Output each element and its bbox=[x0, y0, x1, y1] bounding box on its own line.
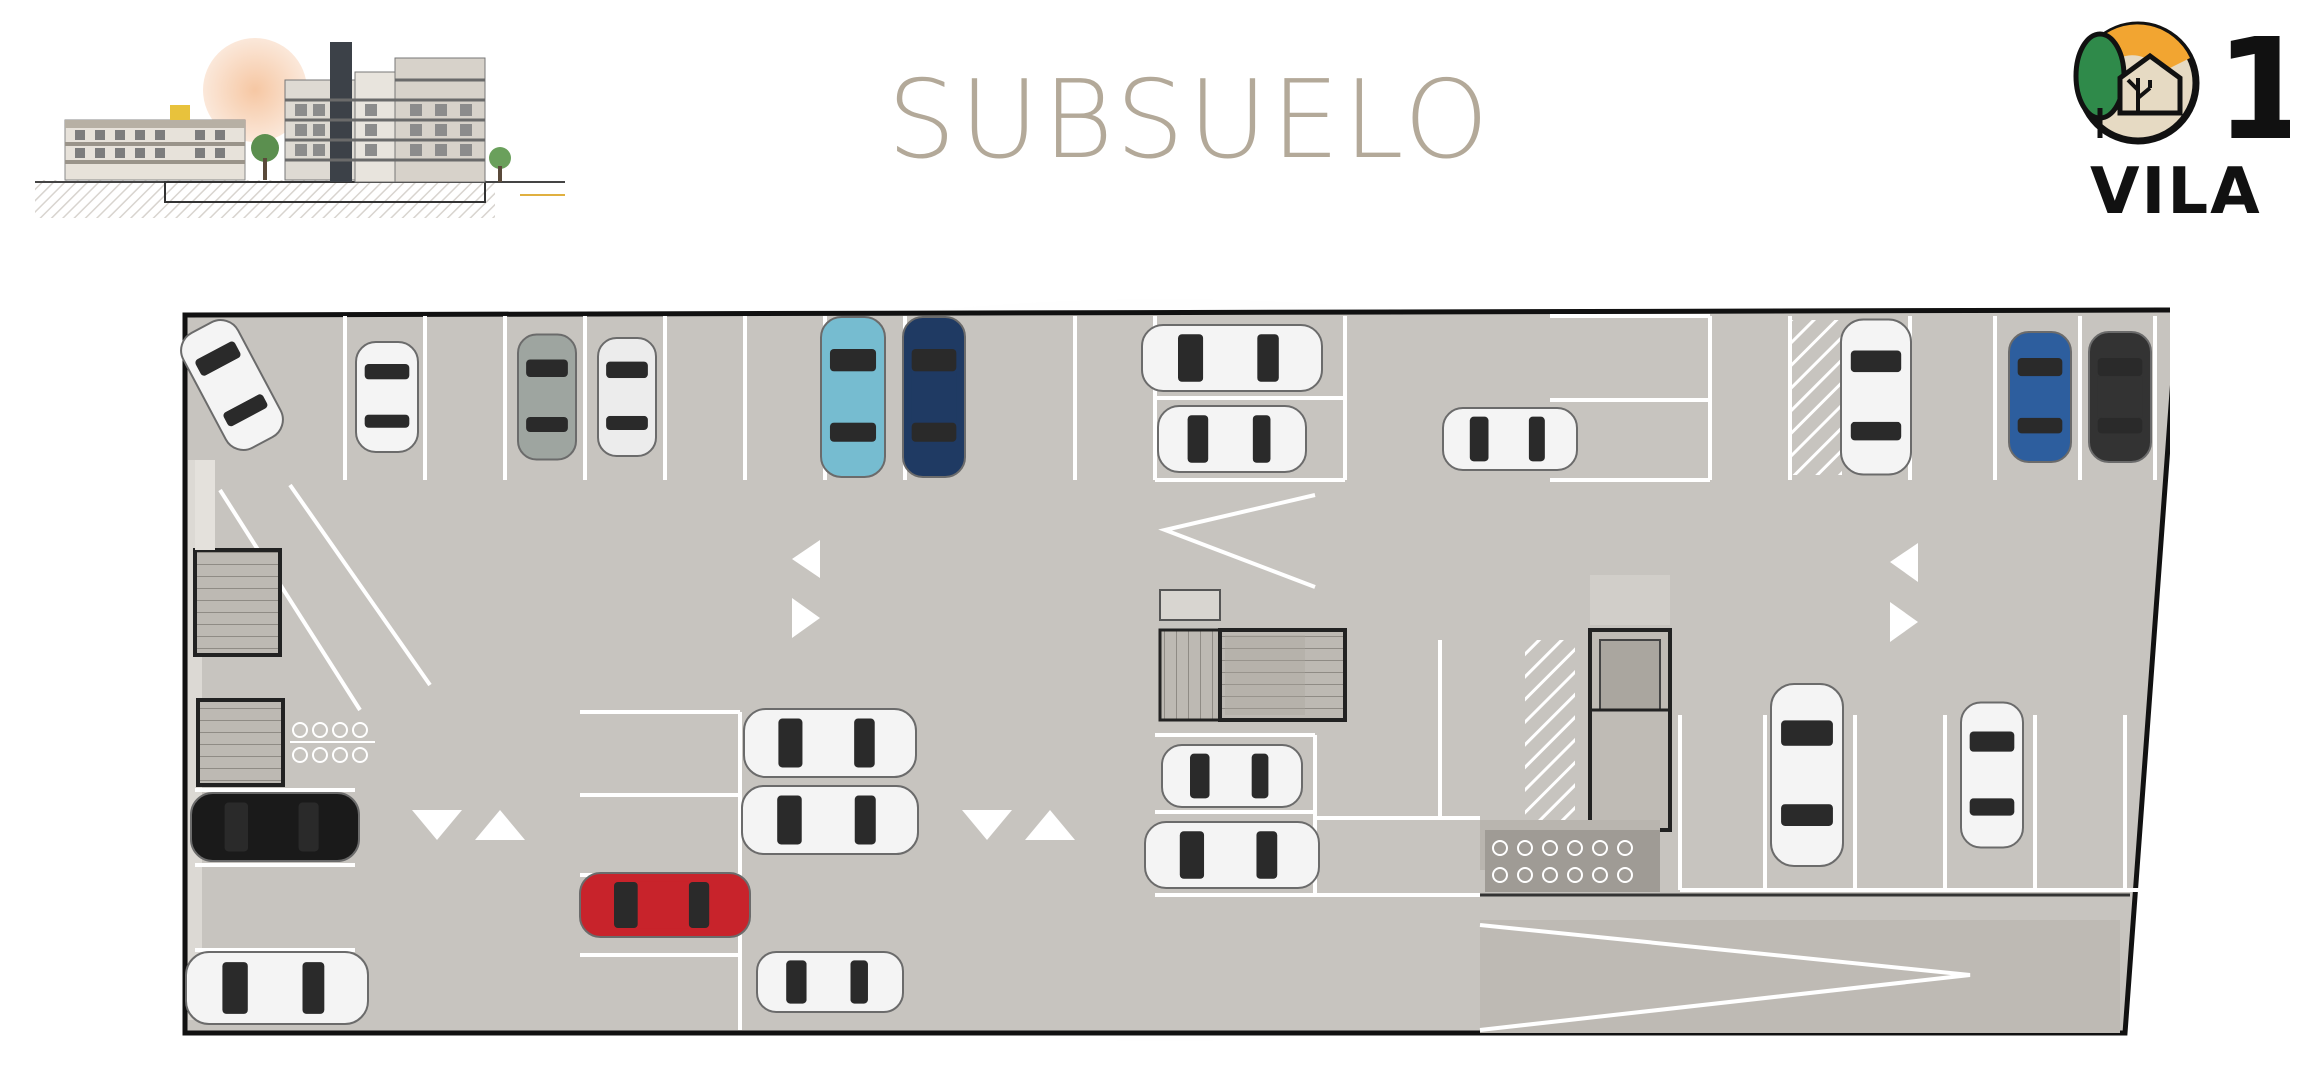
ground-hatch bbox=[35, 180, 495, 218]
parking-lines-top bbox=[343, 314, 2157, 482]
car-icon bbox=[756, 951, 904, 1013]
tall-building bbox=[284, 42, 486, 183]
direction-arrows bbox=[412, 540, 1918, 840]
arrow-up-icon bbox=[475, 810, 525, 840]
arrow-right-icon bbox=[1890, 602, 1918, 642]
car-icon bbox=[190, 792, 360, 862]
car-icon bbox=[1442, 407, 1578, 471]
car-icon bbox=[517, 333, 577, 461]
ramp-arrow bbox=[1158, 493, 1316, 589]
car-icon bbox=[180, 319, 284, 451]
page-title: SUBSUELO bbox=[887, 58, 1493, 183]
tree-icon bbox=[251, 134, 279, 162]
low-building bbox=[64, 105, 246, 181]
car-icon bbox=[2008, 331, 2072, 463]
building-section-icon bbox=[35, 38, 565, 218]
sun-circle bbox=[203, 38, 307, 142]
stair-core-center bbox=[1158, 589, 1347, 722]
car-icon bbox=[1157, 405, 1307, 473]
car-icon bbox=[1144, 821, 1320, 889]
car-icon bbox=[1960, 701, 2024, 849]
car-icon bbox=[741, 785, 919, 855]
ramp-lines bbox=[218, 483, 432, 712]
car-icon bbox=[1840, 318, 1912, 476]
hatched-zone bbox=[1525, 640, 1575, 820]
car-icon bbox=[597, 337, 657, 457]
cars-group bbox=[180, 316, 2152, 1025]
car-icon bbox=[820, 316, 886, 478]
arrow-up-icon bbox=[1025, 810, 1075, 840]
car-icon bbox=[743, 708, 917, 778]
arrow-right-icon bbox=[792, 598, 820, 638]
parking-floor-plan bbox=[180, 307, 2170, 1036]
arrow-left-icon bbox=[792, 540, 820, 578]
car-icon bbox=[1161, 744, 1303, 808]
car-icon bbox=[2088, 331, 2152, 463]
logo-word: VILA bbox=[2090, 155, 2262, 229]
car-icon bbox=[355, 341, 419, 453]
tree-icon bbox=[489, 147, 511, 169]
arrow-down-icon bbox=[412, 810, 462, 840]
car-icon bbox=[185, 951, 369, 1025]
elevator-core-right bbox=[1588, 575, 1672, 832]
car-icon bbox=[1770, 683, 1844, 867]
logo-number: 1 bbox=[2215, 18, 2290, 158]
bicycle-rack-left bbox=[290, 722, 375, 763]
car-icon bbox=[579, 872, 751, 938]
bicycle-rack-bottom bbox=[1485, 830, 1660, 892]
arrow-left-icon bbox=[1890, 543, 1918, 582]
basement-outline bbox=[164, 181, 486, 203]
car-icon bbox=[1141, 324, 1323, 392]
car-icon bbox=[902, 316, 966, 478]
hatched-zone bbox=[1792, 320, 1842, 475]
stairs-left bbox=[193, 460, 285, 787]
vila-logo-icon: 1 bbox=[2073, 18, 2290, 158]
parking-lines-middle bbox=[195, 640, 2140, 1030]
arrow-down-icon bbox=[962, 810, 1012, 840]
